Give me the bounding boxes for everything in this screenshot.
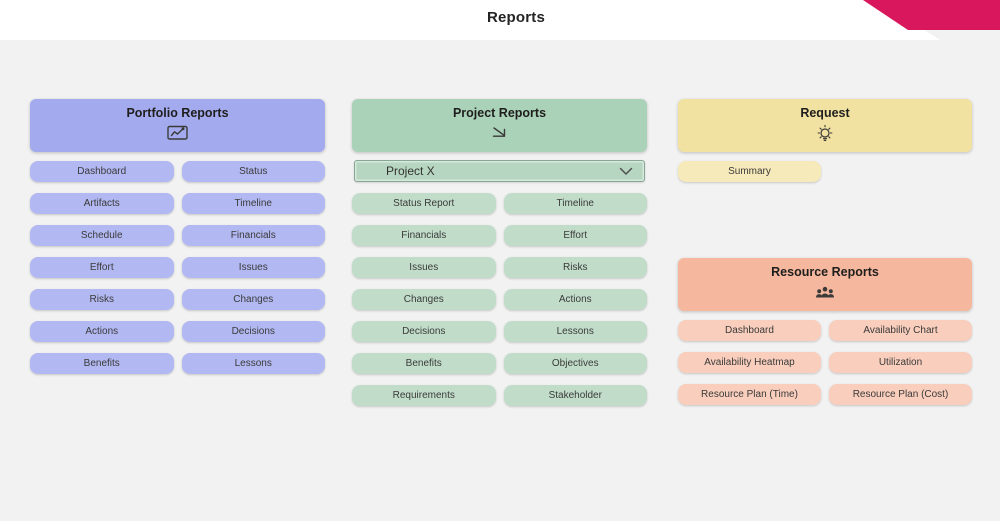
portfolio-effort-button[interactable]: Effort <box>30 257 174 278</box>
request-buttons-grid: Summary <box>678 161 972 182</box>
portfolio-schedule-button[interactable]: Schedule <box>30 225 174 246</box>
portfolio-reports-panel: Portfolio Reports <box>30 99 325 152</box>
project-actions-button[interactable]: Actions <box>503 289 647 310</box>
project-buttons-grid: Status Report Timeline Financials Effort… <box>352 193 647 406</box>
portfolio-buttons-grid: Dashboard Status Artifacts Timeline Sche… <box>30 161 325 374</box>
resource-availability-chart-button[interactable]: Availability Chart <box>829 320 972 341</box>
portfolio-issues-button[interactable]: Issues <box>181 257 325 278</box>
project-lessons-button[interactable]: Lessons <box>503 321 647 342</box>
resource-reports-panel: Resource Reports <box>678 258 972 311</box>
resource-plan-cost-button[interactable]: Resource Plan (Cost) <box>829 384 972 405</box>
resource-dashboard-button[interactable]: Dashboard <box>678 320 821 341</box>
project-decisions-button[interactable]: Decisions <box>352 321 496 342</box>
portfolio-status-button[interactable]: Status <box>181 161 325 182</box>
resource-availability-heatmap-button[interactable]: Availability Heatmap <box>678 352 821 373</box>
portfolio-reports-title: Portfolio Reports <box>126 106 229 120</box>
project-status-report-button[interactable]: Status Report <box>352 193 496 214</box>
project-timeline-button[interactable]: Timeline <box>503 193 647 214</box>
chevron-down-icon <box>619 167 633 176</box>
project-changes-button[interactable]: Changes <box>352 289 496 310</box>
portfolio-risks-button[interactable]: Risks <box>30 289 174 310</box>
project-selector-dropdown[interactable]: Project X <box>354 160 645 182</box>
people-icon <box>678 282 972 302</box>
project-benefits-button[interactable]: Benefits <box>352 353 496 374</box>
resource-buttons-grid: Dashboard Availability Chart Availabilit… <box>678 320 972 405</box>
portfolio-lessons-button[interactable]: Lessons <box>181 353 325 374</box>
page-title: Reports <box>486 9 546 26</box>
portfolio-financials-button[interactable]: Financials <box>181 225 325 246</box>
resource-plan-time-button[interactable]: Resource Plan (Time) <box>678 384 821 405</box>
project-effort-button[interactable]: Effort <box>503 225 647 246</box>
project-stakeholder-button[interactable]: Stakeholder <box>503 385 647 406</box>
resource-reports-title: Resource Reports <box>771 265 879 279</box>
portfolio-dashboard-button[interactable]: Dashboard <box>30 161 174 182</box>
portfolio-artifacts-button[interactable]: Artifacts <box>30 193 174 214</box>
resource-utilization-button[interactable]: Utilization <box>829 352 972 373</box>
request-summary-button[interactable]: Summary <box>678 161 821 182</box>
lightbulb-icon <box>678 123 972 143</box>
project-financials-button[interactable]: Financials <box>352 225 496 246</box>
project-objectives-button[interactable]: Objectives <box>503 353 647 374</box>
project-reports-panel: Project Reports <box>352 99 647 152</box>
project-requirements-button[interactable]: Requirements <box>352 385 496 406</box>
portfolio-timeline-button[interactable]: Timeline <box>181 193 325 214</box>
project-risks-button[interactable]: Risks <box>503 257 647 278</box>
portfolio-decisions-button[interactable]: Decisions <box>181 321 325 342</box>
portfolio-benefits-button[interactable]: Benefits <box>30 353 174 374</box>
project-issues-button[interactable]: Issues <box>352 257 496 278</box>
project-selector-value: Project X <box>386 164 435 178</box>
portfolio-actions-button[interactable]: Actions <box>30 321 174 342</box>
request-panel: Request <box>678 99 972 152</box>
project-reports-title: Project Reports <box>452 106 547 120</box>
request-title: Request <box>800 106 850 120</box>
line-chart-icon <box>30 123 325 143</box>
portfolio-changes-button[interactable]: Changes <box>181 289 325 310</box>
top-bar <box>0 0 940 40</box>
trend-chart-icon <box>352 123 647 143</box>
